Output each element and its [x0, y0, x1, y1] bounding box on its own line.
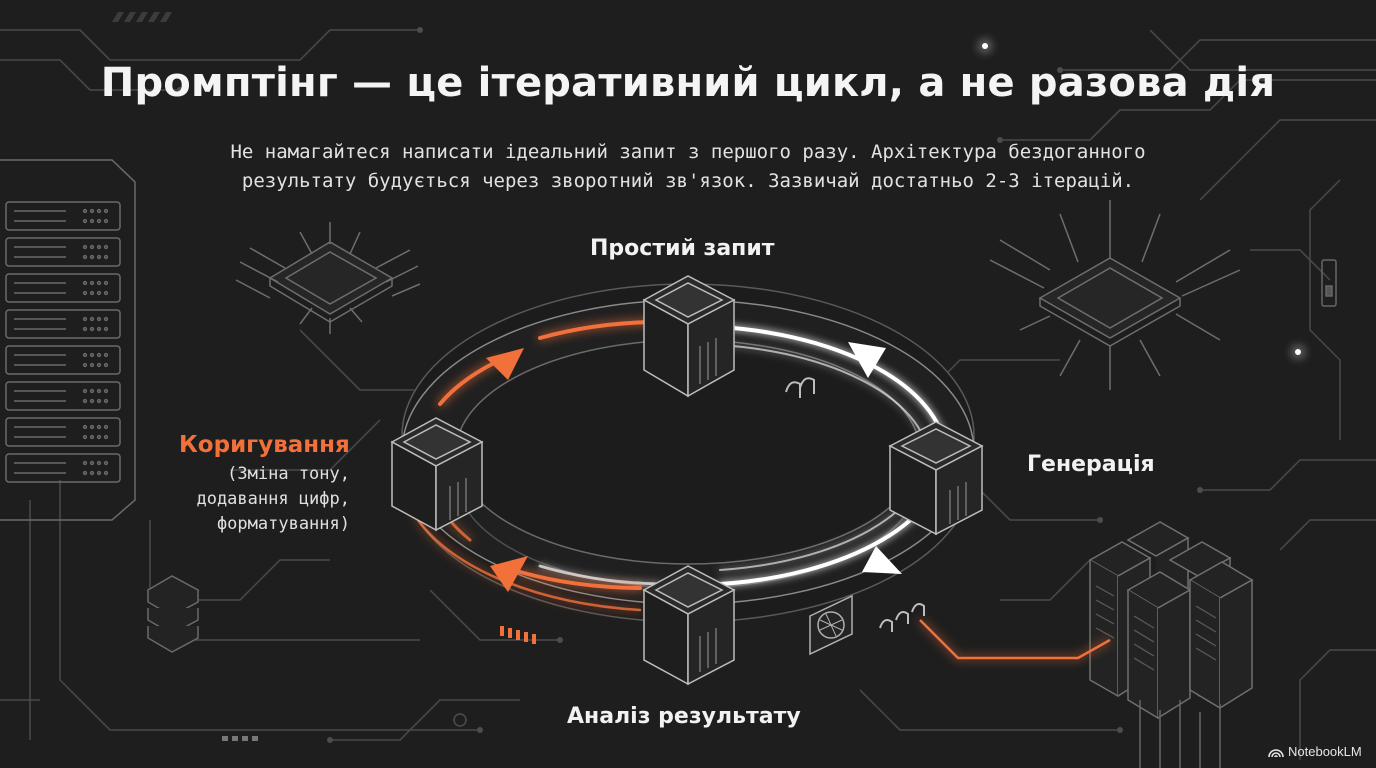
subtitle-line: результату будується через зворотний зв'…: [241, 170, 1135, 192]
notebooklm-logo-icon: [1268, 748, 1284, 757]
server-rack-icon: [1088, 521, 1254, 720]
branding: NotebookLM: [1268, 744, 1362, 759]
step-label-prompt: Простий запит: [590, 236, 775, 261]
page-subtitle: Не намагайтеся написати ідеальний запит …: [120, 138, 1256, 196]
flow-arrow-icon: [486, 348, 528, 592]
correction-detail-line: форматування): [216, 514, 350, 534]
step-label-correction: Коригування: [179, 432, 350, 458]
correction-detail-line: додавання цифр,: [196, 489, 350, 509]
chip-icon: [235, 222, 421, 334]
fan-icon: [809, 594, 853, 656]
pipe-icon: [785, 377, 925, 632]
node-block-icon: [146, 575, 200, 653]
step-label-analysis: Аналіз результату: [567, 704, 801, 729]
node-block-icon: [390, 275, 984, 686]
server-rack-icon: [0, 159, 136, 521]
subtitle-line: Не намагайтеся написати ідеальний запит …: [230, 141, 1146, 163]
page-title: Промптінг — це ітеративний цикл, а не ра…: [100, 60, 1276, 106]
flow-arrow-icon: [848, 342, 902, 574]
correction-details: (Зміна тону, додавання цифр, форматуванн…: [150, 462, 350, 537]
cycle-ring: [401, 283, 975, 623]
step-label-generation: Генерація: [1027, 452, 1155, 477]
dots-bottom: [222, 736, 258, 741]
branding-label: NotebookLM: [1288, 744, 1362, 759]
correction-detail-line: (Зміна тону,: [227, 464, 350, 484]
stripe-pattern: [112, 12, 172, 22]
chip-icon: [989, 200, 1241, 390]
